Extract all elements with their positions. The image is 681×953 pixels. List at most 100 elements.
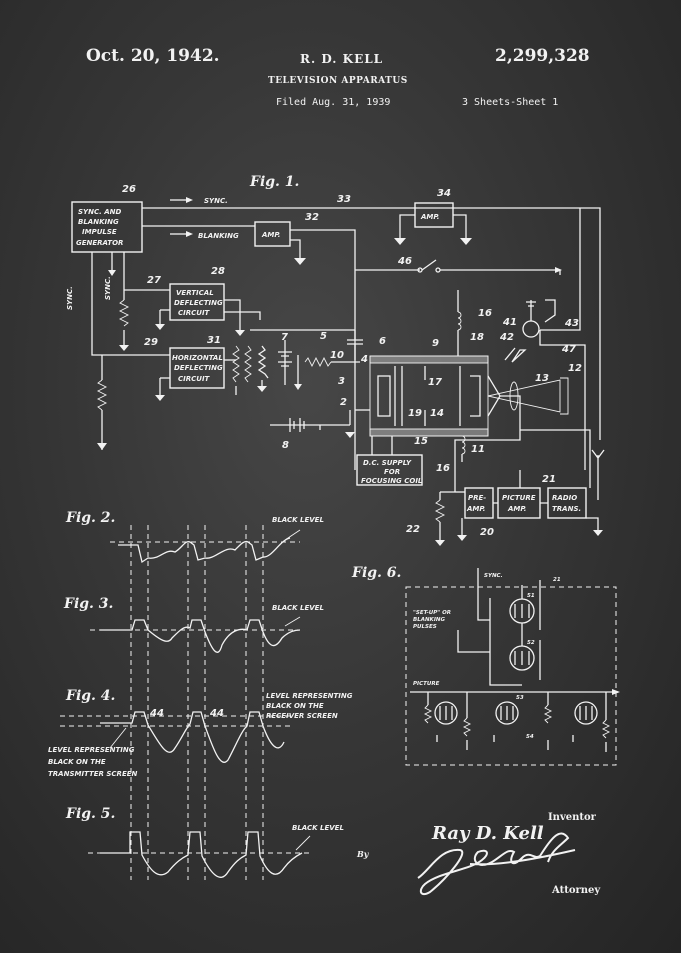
svg-text:14: 14 <box>430 408 444 419</box>
amp-32-label: AMP. <box>261 231 280 239</box>
waveform-figures: Fig. 2. Fig. 3. Fig. 4. Fig. 5. BLACK LE… <box>48 510 353 880</box>
sync-vert-label-2: SYNC. <box>104 276 112 300</box>
amp-32-block <box>254 221 291 247</box>
fig1-schematic: Fig. 1. SYNC. AND BLANKING IMPULSE GENER… <box>66 174 605 546</box>
sync-label: SYNC. <box>204 197 228 205</box>
svg-text:41: 41 <box>502 317 517 328</box>
fig6-num-53: 53 <box>516 695 524 701</box>
fig6-num-52: 52 <box>527 640 535 646</box>
dc-supply-block <box>356 454 423 486</box>
pre-amp-line1: PRE- <box>468 494 486 502</box>
svg-text:7: 7 <box>281 332 288 343</box>
svg-text:9: 9 <box>432 338 439 349</box>
patent-title: TELEVISION APPARATUS <box>268 76 408 86</box>
svg-text:5: 5 <box>320 331 327 342</box>
vertical-line2: DEFLECTING <box>174 299 223 307</box>
horizontal-line1: HORIZONTAL <box>172 354 223 362</box>
svg-text:29: 29 <box>144 337 158 348</box>
fig6-schematic: Fig. 6. SYNC. "SET-UP" OR BLANKING PULSE… <box>351 565 620 766</box>
svg-text:17: 17 <box>428 377 442 388</box>
fig5-black-level: BLACK LEVEL <box>292 824 344 832</box>
fig6-num-54: 54 <box>526 734 534 740</box>
vertical-deflecting-block <box>169 283 225 321</box>
vertical-line1: VERTICAL <box>176 289 214 297</box>
inventor-heading: R. D. KELL <box>300 52 384 66</box>
transmitter-level-line3: TRANSMITTER SCREEN <box>48 770 138 778</box>
fig6-sync-label: SYNC. <box>484 573 503 579</box>
sync-gen-line1: SYNC. AND <box>78 208 121 216</box>
pickup-tube <box>369 355 489 437</box>
picture-amp-line2: AMP. <box>507 505 526 513</box>
radio-trans-block <box>547 487 587 519</box>
radio-trans-line1: RADIO <box>552 494 577 502</box>
horizontal-line3: CIRCUIT <box>178 375 211 383</box>
svg-text:4: 4 <box>360 354 368 365</box>
antenna <box>591 449 605 500</box>
svg-text:18: 18 <box>470 332 484 343</box>
svg-text:13: 13 <box>535 373 549 384</box>
attorney-label: Attorney <box>551 885 601 896</box>
fig4-label: Fig. 4. <box>65 688 115 704</box>
patent-date: Oct. 20, 1942. <box>86 46 220 66</box>
svg-text:22: 22 <box>406 524 420 535</box>
dc-supply-line1: D.C. SUPPLY <box>363 459 412 467</box>
svg-text:32: 32 <box>305 212 319 223</box>
dc-supply-line3: FOCUSING COIL <box>361 477 422 485</box>
sync-gen-line2: BLANKING <box>78 218 119 226</box>
amp-34-label: AMP. <box>420 213 439 221</box>
fig3-black-level: BLACK LEVEL <box>272 604 324 612</box>
fig6-tube-53 <box>495 701 519 725</box>
attorney-signature <box>417 832 576 896</box>
fig6-picture-label: PICTURE <box>413 681 440 687</box>
svg-text:34: 34 <box>437 188 451 199</box>
marker-44-b: 44 <box>209 708 224 719</box>
inventor-signature-name: Ray D. Kell <box>431 823 544 844</box>
picture-amp-block <box>497 487 541 519</box>
radio-trans-line2: TRANS. <box>552 505 581 513</box>
blanking-label: BLANKING <box>198 232 239 240</box>
svg-text:6: 6 <box>379 336 386 347</box>
svg-text:11: 11 <box>471 444 485 455</box>
fig6-num-21: 21 <box>553 577 561 583</box>
marker-44-a: 44 <box>149 708 164 719</box>
signature-block: Inventor Ray D. Kell By Attorney <box>356 812 601 896</box>
fig3-label: Fig. 3. <box>63 596 113 612</box>
setup-line3: PULSES <box>413 624 437 630</box>
sync-vert-label-1: SYNC. <box>66 286 74 310</box>
svg-text:20: 20 <box>480 527 494 538</box>
by-label: By <box>356 849 370 859</box>
svg-text:28: 28 <box>211 266 225 277</box>
svg-text:19: 19 <box>408 408 422 419</box>
svg-text:12: 12 <box>568 363 582 374</box>
svg-text:16: 16 <box>436 463 450 474</box>
svg-text:33: 33 <box>337 194 351 205</box>
dc-supply-line2: FOR <box>384 468 400 476</box>
vertical-line3: CIRCUIT <box>178 309 211 317</box>
svg-text:16: 16 <box>478 308 492 319</box>
lamp-41 <box>522 320 540 338</box>
fig2-label: Fig. 2. <box>65 510 115 526</box>
svg-text:3: 3 <box>338 376 345 387</box>
svg-text:21: 21 <box>542 474 556 485</box>
receiver-level-line2: BLACK ON THE <box>266 702 324 710</box>
filed-date: Filed Aug. 31, 1939 <box>276 97 391 108</box>
sync-gen-line4: GENERATOR <box>76 239 123 247</box>
sheet-count: 3 Sheets-Sheet 1 <box>462 97 559 108</box>
fig6-label: Fig. 6. <box>351 565 401 581</box>
inventor-label: Inventor <box>548 812 597 823</box>
pre-amp-line2: AMP. <box>466 505 485 513</box>
picture-amp-line1: PICTURE <box>502 494 536 502</box>
svg-text:31: 31 <box>207 335 221 346</box>
svg-text:42: 42 <box>499 332 514 343</box>
svg-text:47: 47 <box>561 344 576 355</box>
svg-text:46: 46 <box>397 256 412 267</box>
horizontal-line2: DEFLECTING <box>174 364 223 372</box>
setup-line1: "SET-UP" OR <box>413 610 451 616</box>
patent-number: 2,299,328 <box>495 46 590 66</box>
svg-text:26: 26 <box>122 184 136 195</box>
horizontal-deflecting-block <box>169 347 225 389</box>
setup-line2: BLANKING <box>413 617 445 623</box>
fig5-label: Fig. 5. <box>65 806 115 822</box>
